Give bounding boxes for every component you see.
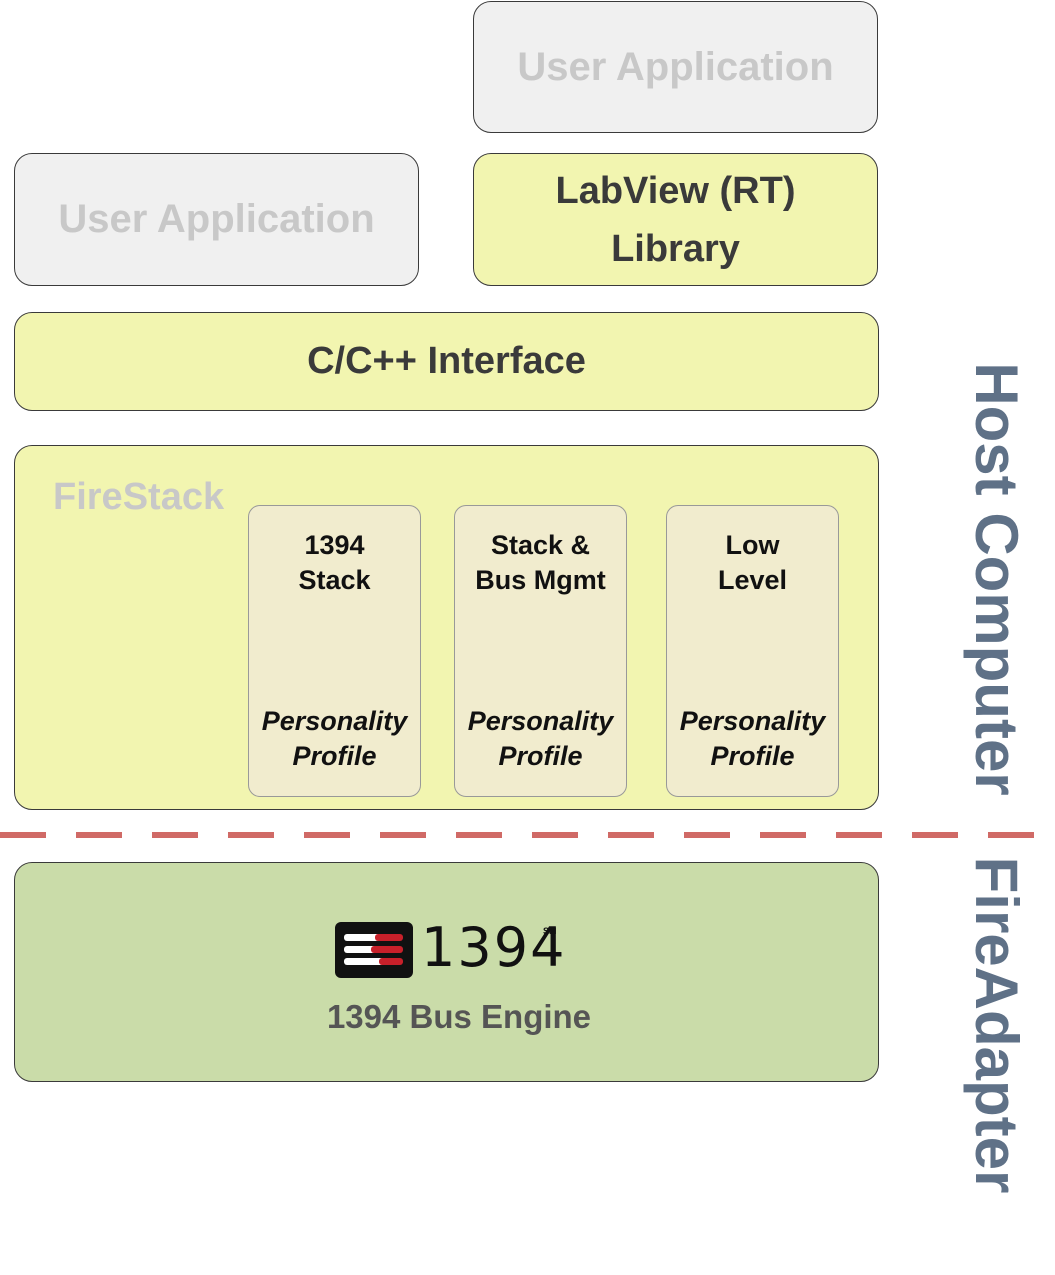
module-1394-stack-subtitle: Personality Profile	[261, 706, 408, 771]
module-low-level-subtitle: Personality Profile	[679, 706, 826, 771]
user-application-top-box: User Application	[473, 1, 878, 133]
user-application-top-label: User Application	[517, 44, 834, 89]
module-1394-stack-title: 1394 Stack	[298, 530, 371, 595]
labview-library-label: LabView (RT) Library	[555, 169, 796, 270]
user-application-left-label: User Application	[58, 197, 375, 241]
module-stack-bus-mgmt: Stack & Bus Mgmt Personality Profile	[454, 505, 627, 797]
fireadapter-label: FireAdapter	[963, 856, 1030, 1194]
cpp-interface-label: C/C++ Interface	[307, 340, 586, 382]
module-low-level: Low Level Personality Profile	[666, 505, 839, 797]
logo-1394-text: 1394	[421, 916, 567, 979]
module-stack-bus-mgmt-subtitle: Personality Profile	[467, 706, 614, 771]
firestack-label: FireStack	[53, 476, 225, 518]
labview-library-box: LabView (RT) Library	[473, 153, 878, 286]
firewire-1394-logo: 1394 SM	[335, 916, 567, 979]
cpp-interface-box: C/C++ Interface	[14, 312, 879, 411]
firestack-box: FireStack 1394 Stack Personality Profile…	[14, 445, 879, 810]
firewire-logo-icon	[335, 922, 413, 978]
user-application-left-box: User Application	[14, 153, 419, 286]
module-1394-stack: 1394 Stack Personality Profile	[248, 505, 421, 797]
bus-engine-label: 1394 Bus Engine	[326, 998, 592, 1035]
module-stack-bus-mgmt-title: Stack & Bus Mgmt	[475, 530, 606, 595]
module-low-level-title: Low Level	[717, 530, 788, 595]
logo-sm-mark: SM	[543, 926, 557, 936]
host-adapter-divider	[0, 832, 1055, 838]
bus-engine-box: 1394 SM 1394 Bus Engine	[14, 862, 879, 1082]
